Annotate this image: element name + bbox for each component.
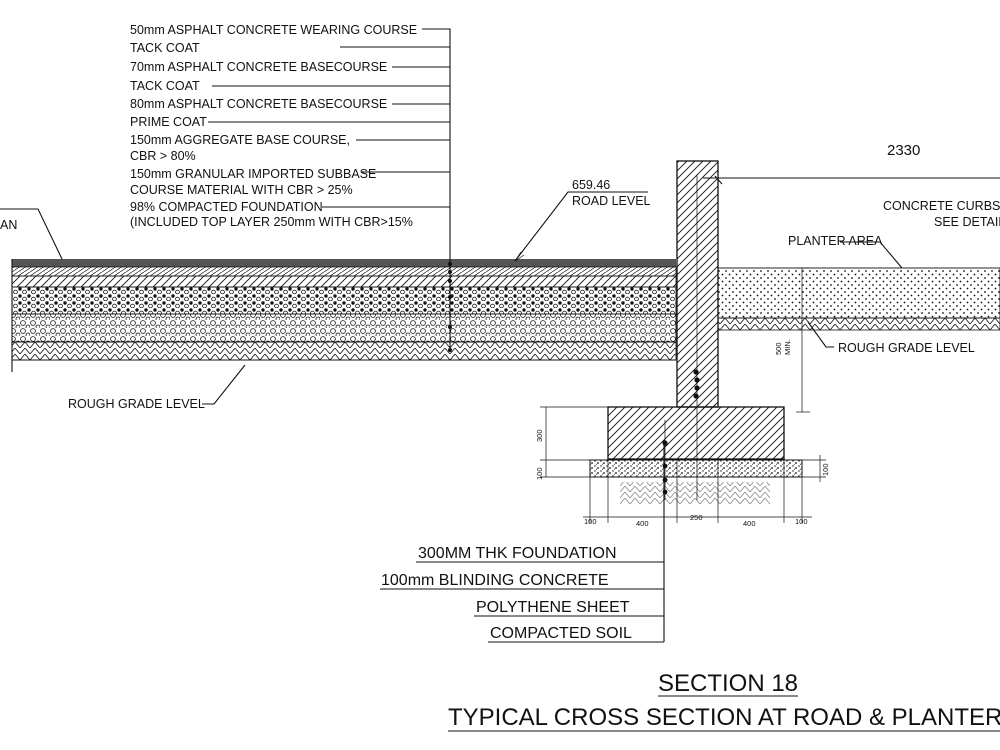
dim-500: 500 bbox=[774, 342, 783, 355]
dim-bottom: 400 bbox=[636, 519, 649, 528]
curbstone-label-1: CONCRETE CURBST bbox=[883, 199, 1000, 213]
layer-label: 70mm ASPHALT CONCRETE BASECOURSE bbox=[130, 60, 387, 74]
road-level-label: ROAD LEVEL bbox=[572, 194, 651, 208]
planter-area-label: PLANTER AREA bbox=[788, 234, 883, 248]
layer-label: 150mm AGGREGATE BASE COURSE, bbox=[130, 133, 350, 147]
foundation-labels: 300MM THK FOUNDATION 100mm BLINDING CONC… bbox=[381, 545, 632, 642]
dim-min: MIN. bbox=[783, 339, 792, 355]
foundation-label: POLYTHENE SHEET bbox=[476, 599, 630, 616]
dim-100-right: 100 bbox=[821, 463, 830, 476]
annotations: AN 659.46 ROAD LEVEL ROUGH GRADE LEVEL 2… bbox=[0, 142, 1000, 528]
section-subtitle: TYPICAL CROSS SECTION AT ROAD & PLANTER bbox=[448, 704, 1000, 731]
layer-label: 98% COMPACTED FOUNDATION bbox=[130, 200, 323, 214]
basecourse-80 bbox=[11, 275, 677, 288]
curbstone-label-2: SEE DETAIL bbox=[934, 215, 1000, 229]
dim-bottom: 100 bbox=[584, 517, 597, 526]
layer-label: 150mm GRANULAR IMPORTED SUBBASE bbox=[130, 167, 376, 181]
blinding-concrete bbox=[589, 459, 803, 478]
dim-300: 300 bbox=[535, 429, 544, 442]
curb-wall bbox=[676, 160, 719, 408]
footing-dimensions bbox=[540, 406, 826, 523]
foundation-label: 100mm BLINDING CONCRETE bbox=[381, 572, 609, 589]
left-cut-label: AN bbox=[0, 218, 17, 232]
wearing-course bbox=[12, 259, 676, 267]
planter-grade bbox=[717, 317, 1000, 331]
rough-grade-right: ROUGH GRADE LEVEL bbox=[838, 341, 975, 355]
layer-label: PRIME COAT bbox=[130, 115, 207, 129]
compacted-soil bbox=[620, 482, 770, 504]
leader-lines bbox=[0, 28, 1000, 413]
footing-cover bbox=[678, 404, 717, 410]
layer-labels: 50mm ASPHALT CONCRETE WEARING COURSE TAC… bbox=[130, 23, 417, 229]
curb-structure bbox=[589, 160, 803, 504]
section-title: SECTION 18 bbox=[658, 670, 798, 697]
footing bbox=[607, 406, 785, 460]
section-title-block: SECTION 18 TYPICAL CROSS SECTION AT ROAD… bbox=[448, 670, 1000, 732]
granular-subbase bbox=[11, 313, 677, 343]
rough-grade-left: ROUGH GRADE LEVEL bbox=[68, 397, 205, 411]
dim-bottom: 400 bbox=[743, 519, 756, 528]
planter-soil bbox=[717, 267, 1000, 319]
aggregate-base bbox=[11, 286, 677, 315]
dim-bottom: 250 bbox=[690, 513, 703, 522]
layer-label: 80mm ASPHALT CONCRETE BASECOURSE bbox=[130, 97, 387, 111]
layer-label: CBR > 80% bbox=[130, 149, 196, 163]
foundation-label: COMPACTED SOIL bbox=[490, 625, 632, 642]
foundation-callouts bbox=[380, 440, 665, 643]
basecourse-70 bbox=[11, 266, 677, 277]
layer-label: TACK COAT bbox=[130, 41, 200, 55]
compacted-foundation bbox=[11, 341, 677, 361]
layer-label: 50mm ASPHALT CONCRETE WEARING COURSE bbox=[130, 23, 417, 37]
road-pavement bbox=[11, 259, 677, 372]
foundation-label: 300MM THK FOUNDATION bbox=[418, 545, 617, 562]
dim-bottom: 100 bbox=[795, 517, 808, 526]
layer-label: TACK COAT bbox=[130, 79, 200, 93]
planter-area bbox=[717, 267, 1000, 331]
dim-100-left: 100 bbox=[535, 467, 544, 480]
road-level-value: 659.46 bbox=[572, 178, 610, 192]
layer-label: COURSE MATERIAL WITH CBR > 25% bbox=[130, 183, 353, 197]
layer-label: (INCLUDED TOP LAYER 250mm WITH CBR>15% bbox=[130, 215, 413, 229]
dimension-top: 2330 bbox=[887, 142, 920, 159]
